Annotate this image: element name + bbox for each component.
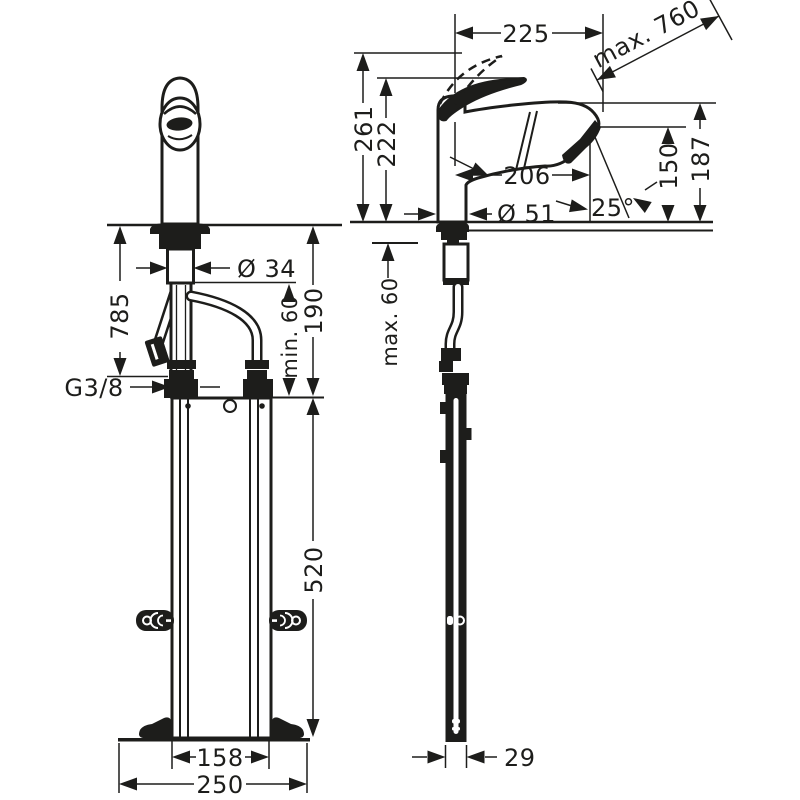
label-shank-diameter: Ø 34: [237, 255, 296, 283]
handle-lever-raised-dashed-lower: [449, 54, 503, 113]
dim-overall-width: 250: [118, 743, 308, 799]
hose-fitting-band2: [247, 370, 267, 379]
front-view-dimensions: Ø 34 785 G3/8 min. 60 190: [64, 226, 328, 799]
dim-clearance-min: min. 60: [278, 284, 302, 396]
label-height-raised: 261: [350, 105, 378, 152]
dim-shank-diameter: Ø 34: [136, 255, 296, 283]
hose-side-fitting4: [444, 385, 467, 394]
sprayhead-seam: [515, 110, 538, 171]
label-spray-angle: 25°: [591, 194, 635, 222]
hose-side-fitting2: [439, 361, 453, 372]
dim-thread-size: G3/8: [64, 374, 220, 402]
dim-spout-top-height: 187: [558, 102, 716, 222]
label-height-closed: 222: [373, 120, 401, 167]
label-spout-outlet-height: 150: [655, 142, 683, 189]
foot-right: [272, 717, 304, 738]
front-view: [107, 76, 342, 742]
pipe-fitting-band2: [169, 370, 194, 379]
side-view: [350, 54, 713, 742]
clip-right: [269, 610, 307, 631]
hose-connector-g38: [144, 336, 170, 367]
base-flange-front: [150, 223, 210, 234]
dim-hose-length: 785: [106, 226, 168, 378]
plate-channel-lines: [179, 398, 259, 738]
label-spout-top-height: 187: [687, 135, 715, 182]
lever-leader-arrow: [469, 162, 489, 176]
shank-front: [166, 247, 195, 285]
dim-max-pullout: max. 760: [588, 0, 733, 92]
dim-counter-thickness: max. 60: [378, 243, 402, 367]
pipe-fitting-band1: [167, 360, 196, 369]
mounting-plate-side: [440, 394, 472, 742]
hose-side-fitting3: [442, 373, 469, 385]
hose-fitting-base: [243, 379, 273, 398]
dim-spout-reach-top: 225: [454, 14, 604, 166]
foot-left: [139, 717, 171, 738]
label-overall-width: 250: [196, 771, 243, 799]
foot-side-mark2: [452, 727, 460, 731]
hose-right-curved-inner: [188, 293, 260, 365]
dim-spray-angle: 25°: [591, 129, 658, 222]
handle-lever-side: [437, 77, 527, 122]
dim-deck-to-plate: 190: [300, 226, 328, 396]
label-counter-thickness: max. 60: [378, 277, 402, 366]
label-spout-reach-mid: 206: [503, 162, 550, 190]
label-clearance-min: min. 60: [278, 295, 302, 378]
dim-spout-outlet-height: 150: [596, 126, 686, 222]
label-spout-reach-top: 225: [502, 20, 549, 48]
label-plate-width: 158: [196, 744, 243, 772]
dim-height-closed: 222: [373, 77, 524, 222]
label-hose-length: 785: [106, 292, 134, 339]
pipe-fitting-base: [164, 379, 198, 398]
dim-plate-depth: 29: [412, 744, 536, 772]
handle-lens: [166, 117, 193, 131]
base-block-side: [441, 231, 467, 240]
hose-side-inner: [447, 284, 461, 355]
clip-side-ring: [455, 615, 465, 626]
label-max-pullout: max. 760: [588, 0, 705, 74]
lever-leader-line: [449, 156, 475, 170]
hose-fitting-band1: [245, 360, 269, 369]
label-base-diameter: Ø 51: [497, 200, 556, 228]
clip-left: [136, 610, 174, 631]
plate-hole-center: [223, 399, 237, 413]
label-plate-depth: 29: [504, 744, 536, 772]
handle-knob-arc: [163, 105, 197, 115]
clip-side-mark: [447, 616, 453, 625]
base-block-front: [159, 233, 201, 249]
dim-base-diameter: Ø 51: [404, 199, 588, 228]
handle-knob-lower-arc: [167, 134, 193, 141]
base-flange-side: [436, 222, 469, 232]
mounting-plate: [170, 396, 273, 740]
shank-side: [442, 242, 470, 282]
handle-lever-raised-dashed: [438, 54, 503, 105]
dim-spout-reach-mid: 206: [455, 162, 590, 190]
dim-height-raised: 261: [350, 52, 462, 222]
plate-screw-right: [259, 403, 265, 409]
plate-screw-left: [185, 403, 191, 409]
sprayhead-grip: [562, 120, 601, 164]
foot-side-mark1: [452, 719, 460, 724]
label-deck-to-plate: 190: [300, 287, 328, 334]
label-thread-size: G3/8: [64, 374, 123, 402]
hose-side-fitting1: [441, 348, 461, 361]
shank-band-side: [443, 278, 469, 285]
dim-plate-height: 520: [300, 398, 328, 737]
dim-plate-width: 158: [171, 741, 270, 772]
label-plate-height: 520: [300, 546, 328, 593]
